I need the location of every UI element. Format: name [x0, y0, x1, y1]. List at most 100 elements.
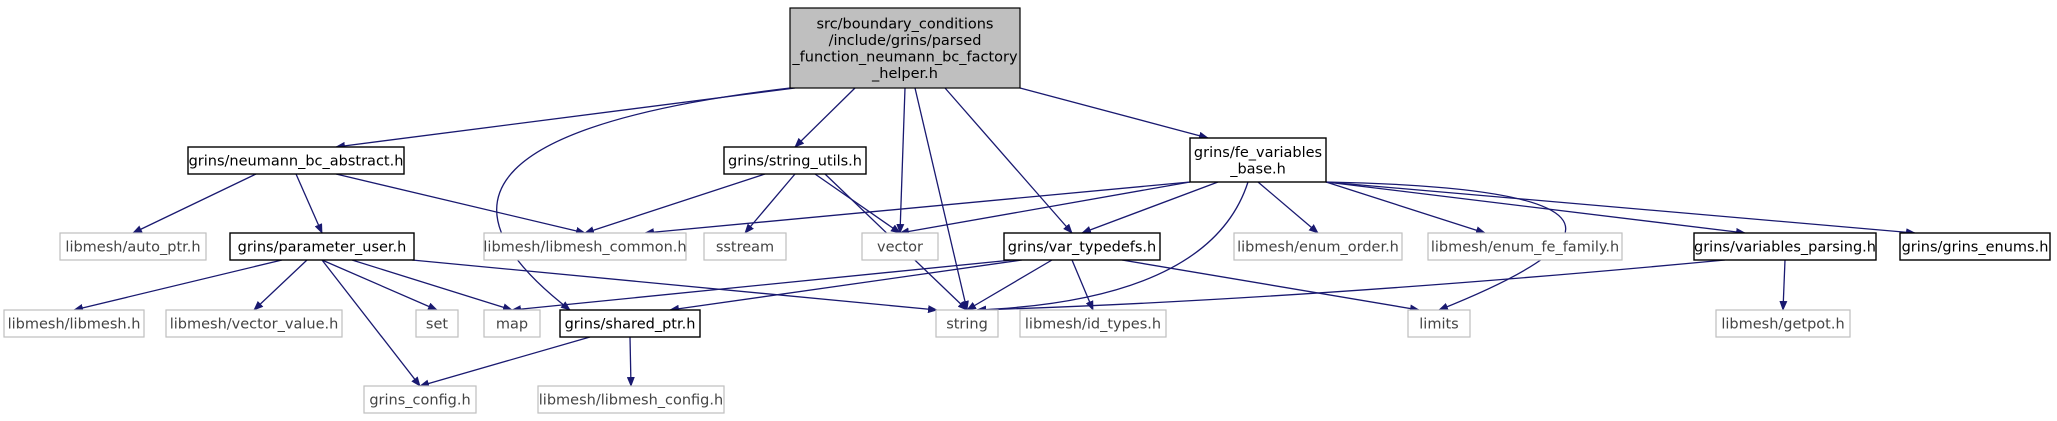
node-label: grins_config.h — [369, 393, 470, 409]
edge-var_typedefs-to-shared_ptr — [669, 259, 1023, 313]
node-label: _function_neumann_bc_factory — [791, 49, 1018, 65]
node-label: libmesh/getpot.h — [1721, 317, 1844, 333]
node-shared_ptr[interactable]: grins/shared_ptr.h — [559, 309, 701, 338]
node-label: grins/neumann_bc_abstract.h — [189, 154, 404, 170]
node-box — [935, 309, 999, 338]
node-label: src/boundary_conditions — [817, 16, 994, 32]
node-label: string — [946, 317, 988, 333]
node-sstream: sstream — [703, 232, 787, 261]
node-string_utils[interactable]: grins/string_utils.h — [723, 146, 867, 175]
node-box — [1407, 309, 1471, 338]
edge-shared_ptr-to-grins_config — [419, 336, 591, 388]
edge-fe_variables_base-to-enum_fe_family — [1325, 181, 1486, 235]
node-id_types: libmesh/id_types.h — [1019, 309, 1167, 338]
node-box — [1427, 232, 1623, 261]
node-set: set — [415, 309, 459, 338]
node-grins_enums[interactable]: grins/grins_enums.h — [1899, 232, 2051, 261]
edge-parameter_user-to-vector_value — [253, 259, 308, 311]
nodes: src/boundary_conditions/include/grins/pa… — [3, 7, 2051, 414]
edge-fe_variables_base-to-grins_enums — [1325, 181, 1916, 237]
node-box — [59, 232, 207, 261]
node-label: limits — [1419, 317, 1458, 333]
edge-var_typedefs-to-map — [511, 259, 1013, 314]
edges — [73, 87, 1916, 388]
node-libmesh_config: libmesh/libmesh_config.h — [537, 385, 725, 414]
node-label: grins/variables_parsing.h — [1694, 240, 1876, 256]
edge-string_utils-to-libmesh_common — [584, 173, 766, 234]
node-box — [483, 309, 541, 338]
node-enum_fe_family: libmesh/enum_fe_family.h — [1427, 232, 1623, 261]
node-label: /include/grins/parsed — [829, 33, 982, 49]
node-label: libmesh/libmesh.h — [8, 317, 141, 333]
node-box — [559, 309, 701, 338]
edge-string_utils-to-sstream — [744, 173, 796, 234]
node-box — [483, 232, 687, 261]
edge-neumann_bc_abstract-to-libmesh_common — [335, 173, 586, 235]
node-box — [1715, 309, 1851, 338]
edge-main-to-string_utils — [794, 87, 856, 148]
node-box — [1899, 232, 2051, 261]
node-label: grins/var_typedefs.h — [1008, 240, 1156, 256]
node-label: grins/parameter_user.h — [238, 240, 407, 256]
node-label: grins/grins_enums.h — [1902, 240, 2049, 256]
node-variables_parsing[interactable]: grins/variables_parsing.h — [1693, 232, 1877, 261]
node-map: map — [483, 309, 541, 338]
edge-fe_variables_base-to-var_typedefs — [1081, 181, 1219, 234]
edge-var_typedefs-to-string — [966, 259, 1053, 311]
node-label: libmesh/libmesh_config.h — [539, 393, 723, 409]
edge-var_typedefs-to-id_types — [1071, 259, 1094, 311]
node-label: map — [496, 317, 528, 333]
edge-main-to-shared_ptr — [496, 87, 791, 311]
node-box — [3, 309, 145, 338]
node-string: string — [935, 309, 999, 338]
edge-parameter_user-to-grins_config — [321, 259, 421, 387]
node-box — [537, 385, 725, 414]
edge-shared_ptr-to-libmesh_config — [626, 336, 635, 387]
node-box — [415, 309, 459, 338]
node-box — [229, 232, 415, 261]
node-box — [861, 232, 939, 261]
edge-fe_variables_base-to-libmesh_common — [644, 181, 1191, 237]
edge-var_typedefs-to-limits — [1121, 259, 1420, 313]
edge-fe_variables_base-to-enum_order — [1257, 181, 1319, 234]
edge-neumann_bc_abstract-to-parameter_user — [295, 173, 323, 234]
edge-parameter_user-to-string — [411, 259, 938, 314]
node-label: grins/shared_ptr.h — [565, 317, 696, 333]
node-label: libmesh/vector_value.h — [170, 317, 339, 333]
node-box — [723, 146, 867, 175]
node-label: libmesh/enum_fe_family.h — [1431, 240, 1619, 256]
node-label: libmesh/auto_ptr.h — [65, 240, 200, 256]
node-box — [1189, 137, 1327, 183]
edge-neumann_bc_abstract-to-auto_ptr — [132, 173, 257, 234]
node-label: grins/fe_variables — [1194, 145, 1322, 161]
node-fe_variables_base[interactable]: grins/fe_variables_base.h — [1189, 137, 1327, 183]
node-parameter_user[interactable]: grins/parameter_user.h — [229, 232, 415, 261]
node-libmesh: libmesh/libmesh.h — [3, 309, 145, 338]
node-neumann_bc_abstract[interactable]: grins/neumann_bc_abstract.h — [187, 146, 405, 175]
node-auto_ptr: libmesh/auto_ptr.h — [59, 232, 207, 261]
node-box — [789, 7, 1021, 89]
node-enum_order: libmesh/enum_order.h — [1233, 232, 1403, 261]
edge-fe_variables_base-to-vector — [899, 181, 1191, 236]
node-main[interactable]: src/boundary_conditions/include/grins/pa… — [789, 7, 1021, 89]
edge-fe_variables_base-to-string — [976, 181, 1249, 314]
node-label: libmesh/enum_order.h — [1237, 240, 1399, 256]
node-label: sstream — [716, 240, 774, 256]
node-var_typedefs[interactable]: grins/var_typedefs.h — [1003, 232, 1161, 261]
node-label: libmesh/libmesh_common.h — [483, 240, 686, 256]
node-label: _base.h — [1229, 161, 1286, 177]
edge-main-to-vector — [896, 87, 906, 234]
node-vector_value: libmesh/vector_value.h — [165, 309, 343, 338]
node-box — [1233, 232, 1403, 261]
edge-fe_variables_base-to-variables_parsing — [1325, 181, 1746, 236]
edge-variables_parsing-to-string — [976, 259, 1726, 314]
node-vector: vector — [861, 232, 939, 261]
edge-main-to-var_typedefs — [944, 87, 1073, 234]
node-grins_config: grins_config.h — [363, 385, 477, 414]
node-label: _helper.h — [871, 66, 938, 82]
node-libmesh_common: libmesh/libmesh_common.h — [483, 232, 687, 261]
node-box — [187, 146, 405, 175]
node-limits: limits — [1407, 309, 1471, 338]
node-box — [1693, 232, 1877, 261]
